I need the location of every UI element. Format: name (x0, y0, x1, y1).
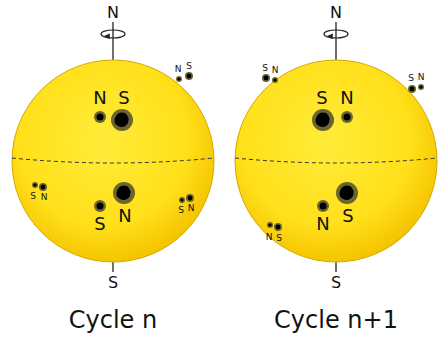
polarity-label: S (94, 215, 105, 233)
polarity-label: N (118, 207, 131, 225)
polarity-label: N (272, 66, 279, 75)
polarity-label: N (188, 204, 195, 213)
polarity-label: Cycle n+1 (274, 308, 398, 332)
polarity-label: N (93, 89, 106, 107)
polarity-label: S (178, 206, 184, 215)
polarity-label: S (342, 207, 353, 225)
polarity-label: N (418, 73, 425, 82)
polarity-label: S (186, 62, 192, 71)
polarity-label: N (266, 233, 273, 242)
polarity-label: S (118, 89, 129, 107)
polarity-label: N (41, 193, 48, 202)
polarity-label: S (30, 192, 36, 201)
polarity-label: Cycle n (69, 308, 157, 332)
polarity-label: N (175, 65, 182, 74)
polarity-label: S (331, 275, 341, 291)
polarity-label: N (330, 5, 342, 21)
polarity-label: S (276, 234, 282, 243)
polarity-label: N (316, 215, 329, 233)
polarity-label: S (262, 64, 268, 73)
polarity-label: S (316, 89, 327, 107)
polarity-label: S (108, 275, 118, 291)
polarity-label: S (408, 74, 414, 83)
polarity-label: N (340, 89, 353, 107)
polarity-label: N (107, 5, 119, 21)
